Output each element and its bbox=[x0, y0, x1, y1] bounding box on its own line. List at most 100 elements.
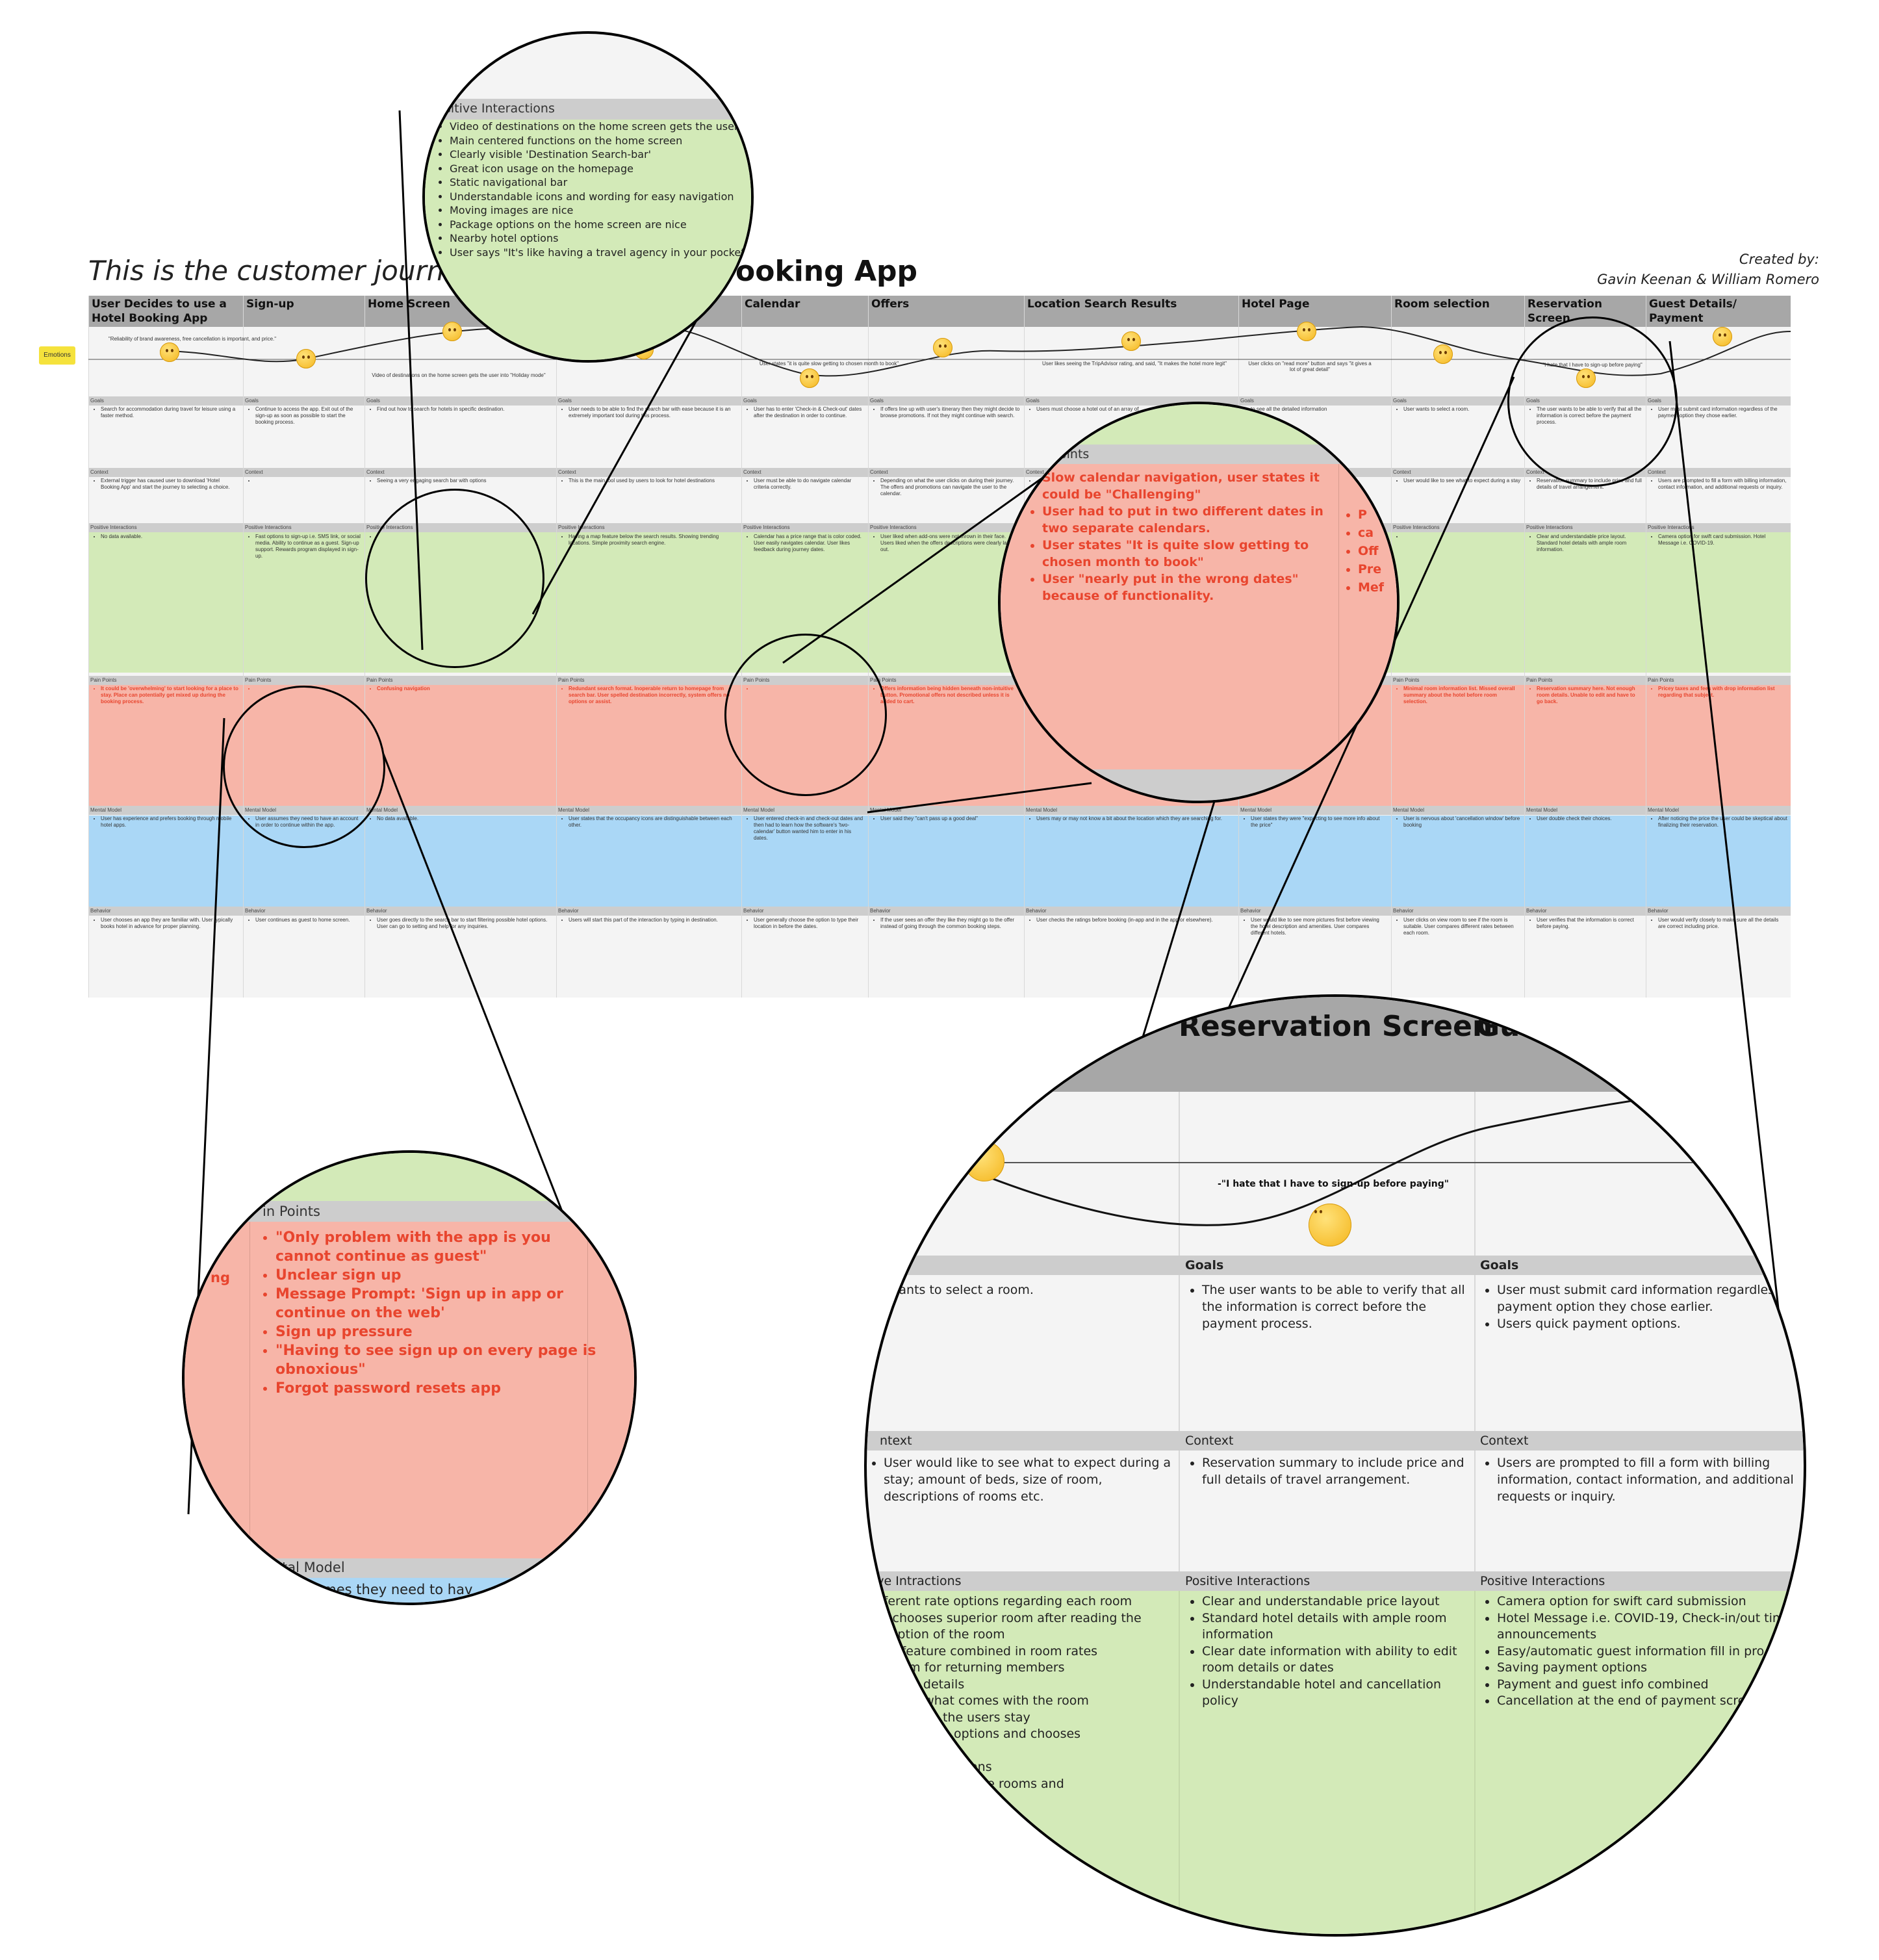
pain-row-label: Pain Points bbox=[366, 677, 393, 683]
credits: Created by: Gavin Keenan & William Romer… bbox=[1546, 250, 1819, 290]
zr-res-pos-item: Standard hotel details with ample room i… bbox=[1202, 1610, 1475, 1644]
goals-cell: User wants to select a room. bbox=[1394, 406, 1521, 465]
context-cell: External trigger has caused user to down… bbox=[92, 478, 240, 521]
behavior-cell: User verifies that the information is co… bbox=[1527, 917, 1643, 988]
behavior-cell-text: User goes directly to the search bar to … bbox=[377, 917, 553, 930]
zoom-positive-list: Video of destinations on the home screen… bbox=[433, 120, 751, 259]
zr-guest-pos-item: Cancellation at the end of payment scre bbox=[1497, 1693, 1804, 1710]
emotion-quote: Video of destinations on the home screen… bbox=[372, 372, 546, 378]
behavior-cell: User clicks on view room to see if the r… bbox=[1394, 917, 1521, 988]
zr-room-pos-item: s list of what comes with the room bbox=[876, 1694, 1089, 1708]
highlight-reservation bbox=[1507, 316, 1678, 487]
pain-cell: Pricey taxes and fees with drop informat… bbox=[1649, 686, 1787, 796]
mental-cell-text: After noticing the price the user could … bbox=[1658, 816, 1787, 829]
mental-row-label: Mental Model bbox=[90, 807, 122, 813]
positive-row-label: Positive Interactions bbox=[90, 524, 137, 530]
context-row-label: Context bbox=[743, 469, 761, 475]
zoom-res-context-item: Reservation summary to include price and… bbox=[1202, 1454, 1475, 1488]
positive-cell-text: Clear and understandable price layout. S… bbox=[1537, 534, 1643, 553]
zr-guest-pos-item: Camera option for swift card submission bbox=[1497, 1593, 1804, 1610]
mental-cell-text: User is nervous about 'cancellation wind… bbox=[1403, 816, 1521, 829]
behavior-cell: User checks the ratings before booking (… bbox=[1027, 917, 1235, 988]
positive-cell-text bbox=[1403, 534, 1521, 540]
stage-header: User Decides to use a Hotel Booking App bbox=[92, 298, 227, 325]
context-cell: User would like to see what to expect du… bbox=[1394, 478, 1521, 521]
behavior-cell-text: User generally choose the option to type… bbox=[754, 917, 865, 930]
mental-cell: After noticing the price the user could … bbox=[1649, 816, 1787, 900]
zp-list-item: Static navigational bar bbox=[450, 175, 751, 190]
context-row-label: Context bbox=[366, 469, 385, 475]
mental-cell: User states they were "expecting to see … bbox=[1242, 816, 1388, 900]
positive-cell-text: Calendar has a price range that is color… bbox=[754, 534, 865, 553]
zoom-res-context: Reservation summary to include price and… bbox=[1185, 1454, 1475, 1488]
zoom-res-positive: Clear and understandable price layoutSta… bbox=[1185, 1593, 1475, 1710]
zr-room-pos-item: system for returning members bbox=[876, 1660, 1065, 1675]
zs-list-item: Forgot password resets app bbox=[275, 1379, 600, 1398]
positive-row-label: Positive Interactions bbox=[558, 524, 605, 530]
emotion-face-icon bbox=[296, 349, 316, 368]
zr-room-pos-item: e room details bbox=[876, 1677, 965, 1692]
behavior-cell-text: User clicks on view room to see if the r… bbox=[1403, 917, 1521, 936]
zp-list-item: Main centered functions on the home scre… bbox=[450, 134, 751, 148]
context-cell-text: External trigger has caused user to down… bbox=[101, 478, 240, 491]
context-row-label: Context bbox=[558, 469, 576, 475]
zr-guest-pos-item: Saving payment options bbox=[1497, 1660, 1804, 1677]
zr-room-pos-item bbox=[876, 1792, 1175, 1809]
zc-list-item: User states "It is quite slow getting to… bbox=[1042, 537, 1328, 571]
mental-row-label: Mental Model bbox=[1026, 807, 1058, 813]
zoom-res-goals-label: Goals bbox=[1185, 1258, 1224, 1272]
context-cell: User must be able to do navigate calenda… bbox=[745, 478, 865, 521]
mental-cell-text: Users may or may not know a bit about th… bbox=[1036, 816, 1235, 822]
zc-right-item: Mef bbox=[1358, 578, 1397, 597]
stage-header: Location Search Results bbox=[1027, 298, 1177, 311]
goals-row-label: Goals bbox=[1393, 398, 1407, 404]
stage-header: Reservation Screen bbox=[1527, 298, 1602, 325]
positive-cell: Camera option for swift card submission.… bbox=[1649, 534, 1787, 664]
pain-cell-text: Minimal room information list. Missed ov… bbox=[1403, 686, 1521, 705]
zoom-room-context-item: User would like to see what to expect du… bbox=[884, 1454, 1176, 1505]
created-by-names: Gavin Keenan & William Romero bbox=[1597, 272, 1819, 287]
emotion-face-icon bbox=[1433, 344, 1453, 364]
context-cell-text: Users are prompted to fill a form with b… bbox=[1658, 478, 1787, 491]
highlight-pain-signup bbox=[223, 686, 385, 848]
positive-cell-text: User liked when add-ons were not thrown … bbox=[880, 534, 1021, 553]
zoom-res-goals-item: The user wants to be able to verify that… bbox=[1202, 1282, 1475, 1332]
pain-cell-text: Confusing navigation bbox=[377, 686, 553, 692]
pain-cell-text: It could be 'overwhelming' to start look… bbox=[101, 686, 240, 705]
zoom-guest-header-fragment: Gu bbox=[1476, 1010, 1520, 1043]
positive-row-label: Positive Interactions bbox=[245, 524, 292, 530]
mental-row-label: Mental Model bbox=[870, 807, 902, 813]
pain-cell: Reservation summary here. Not enough roo… bbox=[1527, 686, 1643, 796]
zoom-positive-interactions: sitive Interactions Video of destination… bbox=[422, 31, 754, 363]
context-row-label: Context bbox=[90, 469, 109, 475]
goals-cell: If offers line up with user's itinerary … bbox=[871, 406, 1021, 465]
mental-cell: User entered check-in and check-out date… bbox=[745, 816, 865, 900]
zoom-reservation-header: Reservation Screen bbox=[1179, 1010, 1493, 1043]
positive-cell: No data available. bbox=[92, 534, 240, 664]
positive-cell-text: No data available. bbox=[101, 534, 240, 540]
zs-list-item: "Having to see sign up on every page is … bbox=[275, 1341, 600, 1379]
zoom-room-context-label: ntext bbox=[880, 1434, 912, 1448]
mental-row-label: Mental Model bbox=[366, 807, 398, 813]
mental-row-label: Mental Model bbox=[558, 807, 590, 813]
zr-room-pos-item: ons feature combined in room rates bbox=[876, 1644, 1098, 1658]
page-title-tail: ooking App bbox=[735, 255, 917, 288]
zr-guest-pos-item: Hotel Message i.e. COVID-19, Check-in/ou… bbox=[1497, 1610, 1804, 1644]
behavior-cell: User continues as guest to home screen. bbox=[246, 917, 361, 988]
context-cell: This is the main tool used by users to l… bbox=[559, 478, 738, 521]
pain-cell: Offers information being hidden beneath … bbox=[871, 686, 1021, 796]
behavior-row-label: Behavior bbox=[743, 908, 764, 914]
zr-room-pos-item: easy to navigate" bbox=[876, 1809, 985, 1824]
mental-cell-text: No data available. bbox=[377, 816, 553, 822]
zc-right-item: Off bbox=[1358, 542, 1397, 560]
positive-cell-text: Fast options to sign-up i.e. SMS link, o… bbox=[255, 534, 361, 560]
zoom-mental-fragment: umes they need to hav bbox=[314, 1582, 473, 1597]
goals-row-label: Goals bbox=[1026, 398, 1040, 404]
behavior-row-label: Behavior bbox=[558, 908, 579, 914]
zr-res-pos-item: Clear date information with ability to e… bbox=[1202, 1644, 1475, 1677]
zoom-guest-positive-label: Positive Interactions bbox=[1480, 1574, 1605, 1588]
stage-column: GoalsUser needs to be able to find the s… bbox=[556, 296, 742, 998]
zr-room-pos-item: refundable options bbox=[876, 1760, 992, 1774]
behavior-row-label: Behavior bbox=[870, 908, 891, 914]
emotion-quote: User clicks on "read more" button and sa… bbox=[1248, 361, 1372, 372]
